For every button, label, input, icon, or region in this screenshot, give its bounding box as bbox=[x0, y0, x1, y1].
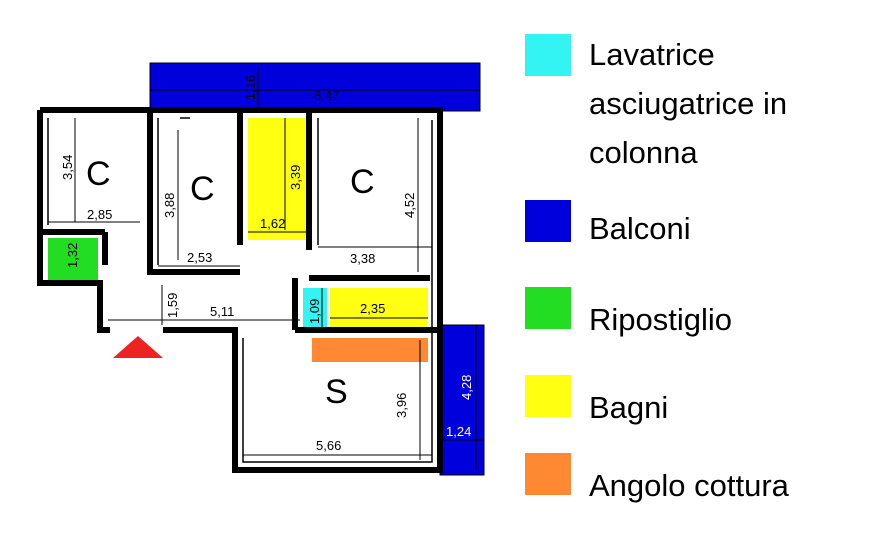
dim-bedroom2-width: 2,53 bbox=[187, 250, 212, 265]
room-label-living: S bbox=[325, 373, 348, 411]
dim-bedroom3-width: 3,38 bbox=[350, 251, 375, 266]
dim-bath1-width: 1,62 bbox=[260, 216, 285, 231]
dim-balcony-right-depth: 1,24 bbox=[446, 424, 471, 439]
dim-balcony-right-length: 4,28 bbox=[459, 375, 474, 400]
dim-corridor-width: 5,11 bbox=[210, 304, 234, 319]
dim-bath1-height: 3,39 bbox=[288, 165, 303, 190]
dim-bedroom3-height: 4,52 bbox=[402, 193, 417, 218]
walls bbox=[37, 107, 443, 473]
bath-2 bbox=[330, 288, 428, 330]
balcony-swatch bbox=[525, 200, 571, 242]
dim-living-width: 5,66 bbox=[316, 438, 341, 453]
washer-swatch bbox=[525, 34, 571, 76]
inner-walls bbox=[47, 117, 433, 463]
balcony-top bbox=[149, 62, 481, 112]
bath-1 bbox=[248, 118, 306, 240]
room-label-bedroom-1: C bbox=[86, 155, 111, 193]
legend-label-washer: Lavatrice asciugatrice in colonna bbox=[589, 37, 788, 170]
dim-bath2-width: 2,35 bbox=[360, 301, 385, 316]
legend-label-kitchen: Angolo cottura bbox=[589, 468, 789, 503]
washer-area bbox=[303, 288, 327, 328]
storage-swatch bbox=[525, 287, 571, 329]
legend-label-storage: Ripostiglio bbox=[589, 302, 733, 337]
floor-plan: C C C S 1,16 8,47 3,54 2,85 1,32 3,88 2,… bbox=[37, 62, 485, 476]
dimension-lines bbox=[48, 68, 484, 470]
kitchen-corner bbox=[312, 338, 428, 362]
legend-item-kitchen: Angolo cottura bbox=[525, 453, 865, 513]
legend-label-bath: Bagni bbox=[589, 390, 669, 425]
legend-label-balcony: Balconi bbox=[589, 211, 691, 246]
dim-bedroom2-height: 3,88 bbox=[162, 193, 177, 218]
dim-balcony-top-length: 8,47 bbox=[314, 88, 339, 103]
dim-balcony-top-depth: 1,16 bbox=[243, 75, 258, 100]
dim-living-height: 3,96 bbox=[394, 393, 409, 418]
dim-washer-height: 1,09 bbox=[307, 299, 322, 324]
dim-bedroom1-height: 3,54 bbox=[60, 155, 75, 180]
kitchen-swatch bbox=[525, 453, 571, 495]
room-label-bedroom-3: C bbox=[350, 163, 375, 201]
dim-bedroom1-width: 2,85 bbox=[87, 207, 112, 222]
storage-area bbox=[48, 238, 98, 280]
dim-storage-height: 1,32 bbox=[65, 243, 80, 268]
legend-item-bath: Bagni bbox=[525, 375, 865, 435]
dim-corridor-height: 1,59 bbox=[165, 293, 180, 318]
bath-swatch bbox=[525, 375, 571, 417]
balcony-right bbox=[439, 324, 485, 476]
legend-item-storage: Ripostiglio bbox=[525, 287, 865, 347]
entrance-marker bbox=[113, 336, 163, 358]
legend-item-washer: Lavatrice asciugatrice in colonna bbox=[525, 30, 865, 170]
room-label-bedroom-2: C bbox=[190, 170, 215, 208]
legend-item-balcony: Balconi bbox=[525, 200, 865, 260]
